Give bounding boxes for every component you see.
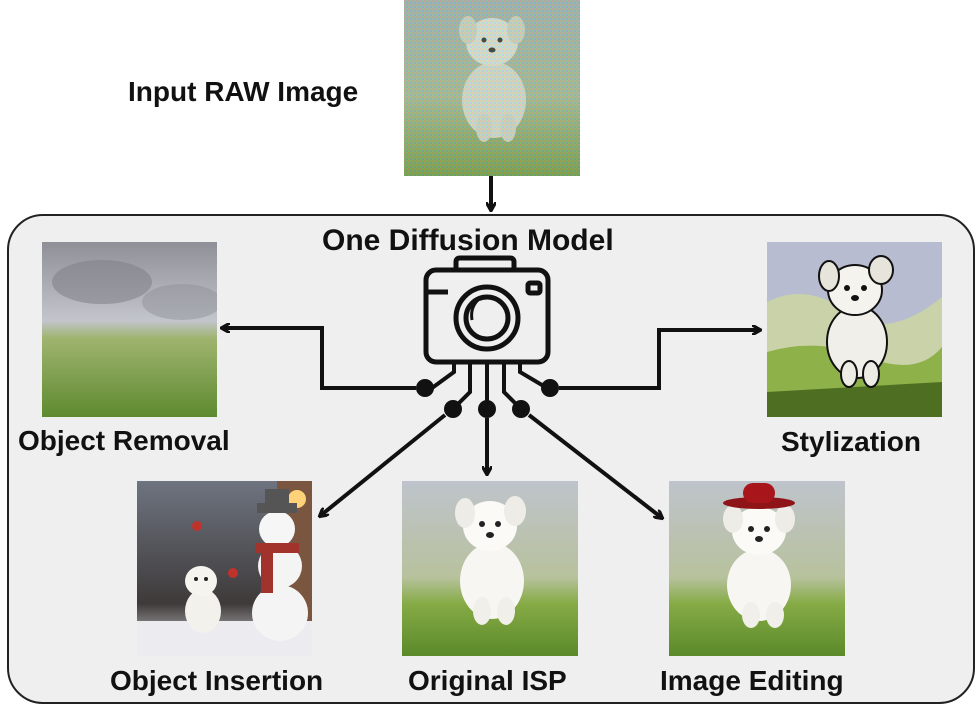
input-raw-image (404, 0, 580, 176)
arrow-object-insertion (320, 413, 447, 516)
image-editing-label: Image Editing (660, 665, 844, 696)
arrow-object-removal (222, 328, 416, 390)
arrow-image-editing (527, 413, 662, 518)
input-raw-label: Input RAW Image (128, 76, 359, 107)
camera-icon (423, 255, 551, 365)
object-removal-label: Object Removal (18, 425, 230, 456)
original-isp-image (402, 481, 578, 656)
object-insertion-image (137, 481, 312, 656)
original-isp-label: Original ISP (408, 665, 567, 696)
node-center (478, 400, 496, 418)
image-editing-image (669, 481, 845, 656)
node-inner-right (512, 400, 530, 418)
node-right (541, 379, 559, 397)
model-title: One Diffusion Model (322, 224, 614, 257)
wire-left (430, 362, 456, 390)
arrow-stylization (559, 330, 760, 390)
object-removal-image (42, 242, 217, 417)
node-inner-left (444, 400, 462, 418)
node-left (416, 379, 434, 397)
stylization-image (767, 242, 942, 417)
stylization-label: Stylization (781, 426, 922, 457)
wire-right (518, 362, 549, 390)
object-insertion-label: Object Insertion (110, 665, 324, 696)
